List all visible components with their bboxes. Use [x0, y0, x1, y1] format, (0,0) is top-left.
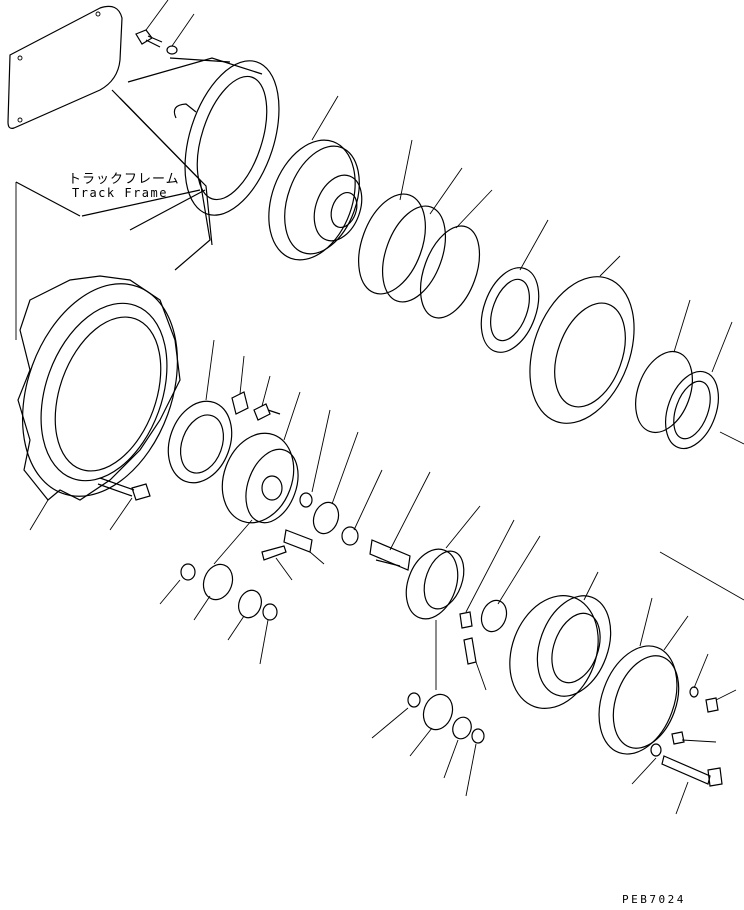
- planet-carrier: [221, 391, 301, 524]
- planet-gear-set-right: [371, 692, 485, 797]
- planet-gear-set-left: [159, 519, 278, 665]
- pins: [459, 519, 515, 691]
- track-frame-label-en: Track Frame: [72, 186, 168, 200]
- cover-fasteners: [631, 653, 737, 815]
- lock-bolt: [231, 355, 281, 421]
- cover-plate: [7, 5, 123, 129]
- hub-drum: [509, 571, 612, 709]
- thrust-ring: [167, 339, 233, 484]
- end-cover: [598, 551, 744, 755]
- sun-shaft: [369, 471, 431, 571]
- motor-housing: [268, 95, 363, 261]
- outer-seal: [635, 299, 744, 450]
- carrier-small-parts: [261, 409, 383, 581]
- track-frame: [15, 57, 280, 271]
- drawing-code: PEB7024: [622, 893, 686, 906]
- cover-bolt: [135, 0, 195, 55]
- seal-rings: [358, 139, 493, 319]
- track-frame-label-jp: トラックフレーム: [68, 172, 180, 187]
- main-bearing: [480, 219, 549, 353]
- ring-gear: [529, 255, 635, 424]
- spacer-ring: [480, 535, 541, 633]
- planet-carrier-2: [405, 505, 481, 690]
- sprocket: [15, 182, 181, 531]
- sprocket-bolt: [97, 477, 151, 531]
